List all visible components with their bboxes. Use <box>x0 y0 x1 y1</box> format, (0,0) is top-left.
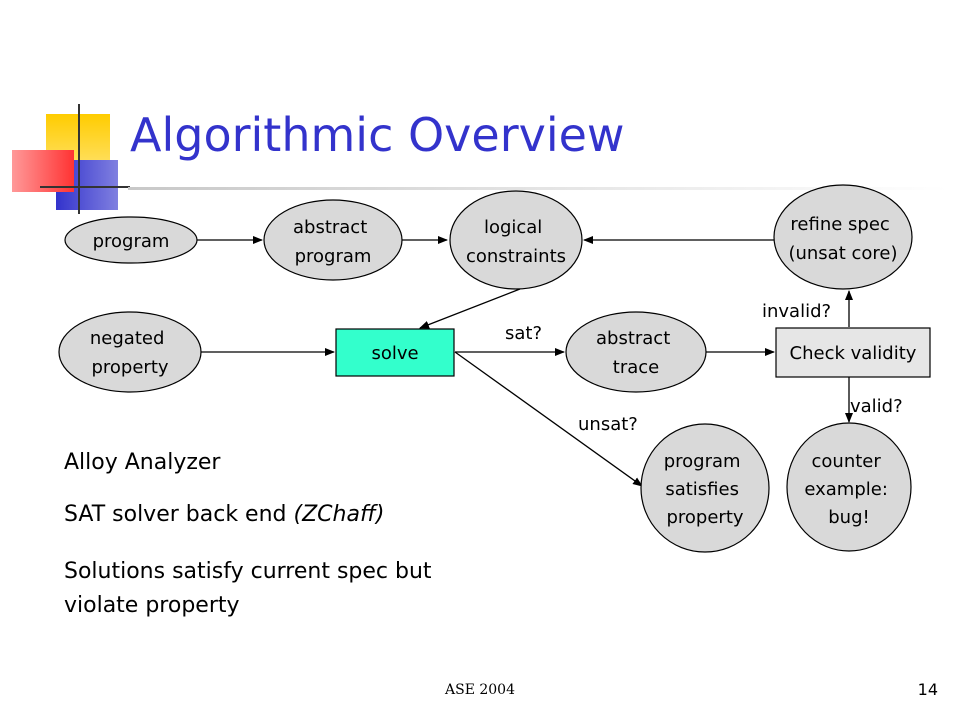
node-program-satisfies <box>640 423 770 553</box>
note-sat-solver-text: SAT solver back end <box>64 502 294 527</box>
logo-horizontal-line <box>40 186 130 188</box>
edge-solve-to-satisfies <box>454 351 643 487</box>
slide-title: Algorithmic Overview <box>130 108 625 162</box>
node-abstract-trace-line-1: abstract <box>596 328 670 349</box>
edge-constraints-to-solve <box>419 288 521 329</box>
node-abstract-trace-line-2: trace <box>613 357 659 378</box>
node-program-label: program <box>93 231 170 252</box>
node-counter-example-line-2: example: <box>804 479 888 500</box>
node-program-satisfies-line-3: property <box>666 507 743 528</box>
svg-text:refine spec (unsat core): refine spec (unsat core) <box>788 214 897 264</box>
edge-label-unsat: unsat? <box>578 414 638 435</box>
node-abstract-program-line-2: program <box>295 246 372 267</box>
node-counter-example <box>786 422 912 552</box>
node-negated-property <box>58 311 202 393</box>
node-program-satisfies-line-1: program <box>664 451 741 472</box>
node-solve <box>335 328 455 377</box>
note-solutions: Solutions satisfy current spec but viola… <box>64 559 432 618</box>
node-check-validity <box>775 327 931 378</box>
node-program <box>64 216 198 264</box>
svg-text:abstract trace: abstract trace <box>596 328 676 378</box>
footer-conference: ASE 2004 <box>445 682 515 698</box>
node-program-satisfies-line-2: satisfies <box>665 479 739 500</box>
svg-text:counter example: bug!: counter example: bug! <box>804 451 893 528</box>
title-underline <box>128 187 948 190</box>
node-solve-label: solve <box>371 343 418 364</box>
svg-text:negated property: negated property <box>90 328 170 378</box>
page-number: 14 <box>917 680 938 699</box>
node-logical-constraints <box>449 190 583 290</box>
logo-vertical-line <box>78 104 80 214</box>
node-abstract-trace <box>565 311 707 393</box>
node-refine-spec-line-2: (unsat core) <box>788 243 897 264</box>
edge-label-valid: valid? <box>850 396 903 417</box>
svg-text:program satisfies prop: program satisfies property <box>664 451 747 528</box>
svg-text:logical constraints: logical constraints <box>466 217 566 267</box>
logo-red-square <box>12 150 74 192</box>
edge-label-sat: sat? <box>505 323 542 344</box>
note-alloy-analyzer: Alloy Analyzer <box>64 450 221 475</box>
svg-text:abstract program: abstract program <box>293 217 373 267</box>
node-abstract-program-line-1: abstract <box>293 217 367 238</box>
node-logical-constraints-line-2: constraints <box>466 246 566 267</box>
note-sat-solver-name: (ZChaff) <box>293 502 385 527</box>
note-sat-solver: SAT solver back end (ZChaff) <box>64 502 384 527</box>
node-check-validity-label: Check validity <box>790 343 917 364</box>
node-counter-example-line-1: counter <box>812 451 882 472</box>
node-logical-constraints-line-1: logical <box>484 217 542 238</box>
node-refine-spec <box>773 184 913 290</box>
edge-label-invalid: invalid? <box>762 301 831 322</box>
node-abstract-program <box>263 199 403 281</box>
node-refine-spec-line-1: refine spec <box>790 214 889 235</box>
node-counter-example-line-3: bug! <box>828 507 869 528</box>
node-negated-property-line-1: negated <box>90 328 165 349</box>
node-negated-property-line-2: property <box>91 357 168 378</box>
